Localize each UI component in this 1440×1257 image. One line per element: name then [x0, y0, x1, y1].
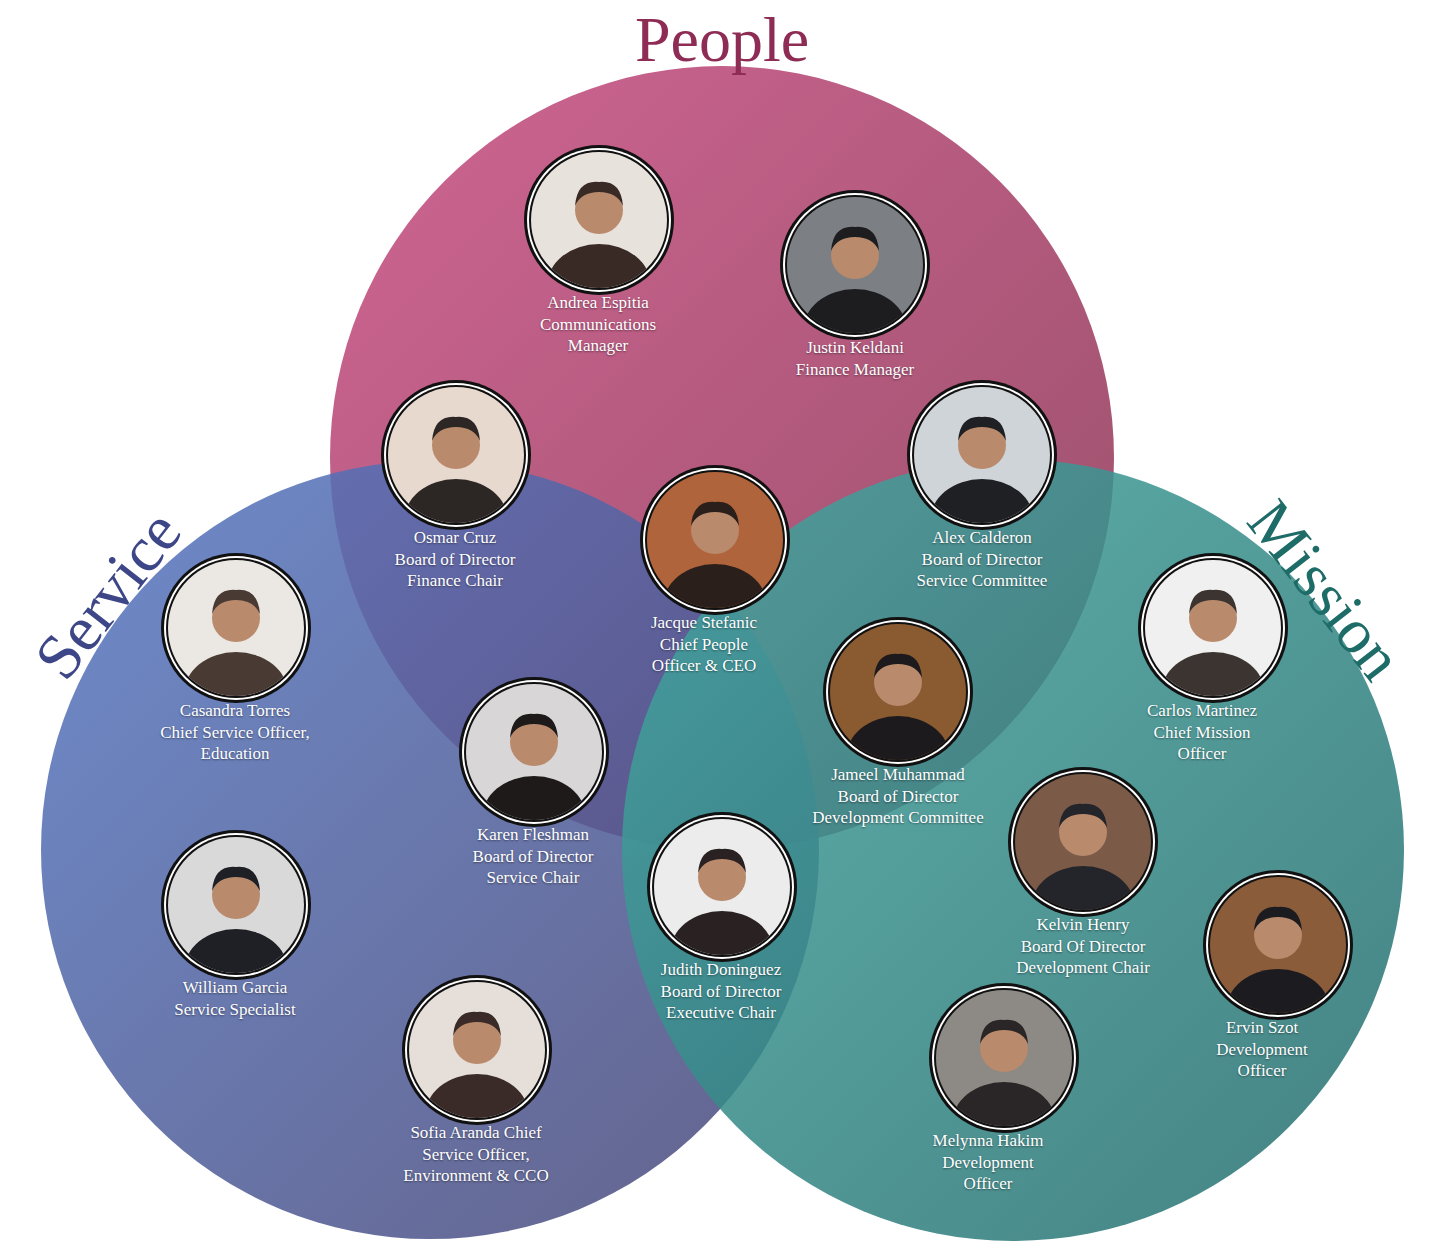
- person-title: Board of Director Service Committee: [897, 549, 1067, 592]
- person-caption: Ervin SzotDevelopment Officer: [1202, 1017, 1322, 1082]
- person-title: Board of Director Finance Chair: [380, 549, 530, 592]
- person-name: Kelvin Henry: [1001, 914, 1166, 936]
- portrait-photo: [639, 464, 791, 616]
- person-caption: Carlos MartinezChief Mission Officer: [1137, 700, 1267, 765]
- person-card: Carlos MartinezChief Mission Officer: [1137, 552, 1267, 765]
- person-name: Ervin Szot: [1202, 1017, 1322, 1039]
- person-card: Jacque StefanicChief People Officer & CE…: [639, 464, 769, 677]
- person-caption: Jacque StefanicChief People Officer & CE…: [639, 612, 769, 677]
- portrait-photo: [1007, 766, 1159, 918]
- person-caption: Karen FleshmanBoard of Director Service …: [458, 824, 608, 889]
- person-caption: Andrea EspitiaCommunications Manager: [523, 292, 673, 357]
- person-caption: Alex CalderonBoard of Director Service C…: [897, 527, 1067, 592]
- person-card: Osmar CruzBoard of Director Finance Chai…: [380, 379, 530, 592]
- portrait-photo: [928, 982, 1080, 1134]
- person-title: Chief Service Officer, Education: [160, 722, 310, 765]
- person-title: Board of Director Service Chair: [458, 846, 608, 889]
- person-name: Andrea Espitia: [523, 292, 673, 314]
- portrait-photo: [646, 811, 798, 963]
- person-caption: Jameel MuhammadBoard of Director Develop…: [796, 764, 1001, 829]
- portrait-photo: [1137, 552, 1289, 704]
- person-card: Kelvin HenryBoard Of Director Developmen…: [1001, 766, 1166, 979]
- person-card: William GarciaService Specialist: [160, 829, 310, 1020]
- person-title: Development Officer: [928, 1152, 1048, 1195]
- portrait-photo: [779, 189, 931, 341]
- person-card: Judith DoninguezBoard of Director Execut…: [646, 811, 796, 1024]
- person-title: Development Officer: [1202, 1039, 1322, 1082]
- person-name: Judith Doninguez: [646, 959, 796, 981]
- portrait-photo: [380, 379, 532, 531]
- person-card: Alex CalderonBoard of Director Service C…: [897, 379, 1067, 592]
- person-name: Melynna Hakim: [928, 1130, 1048, 1152]
- person-title: Board of Director Development Committee: [796, 786, 1001, 829]
- person-caption: Judith DoninguezBoard of Director Execut…: [646, 959, 796, 1024]
- person-title: Board Of Director Development Chair: [1001, 936, 1166, 979]
- person-name: Alex Calderon: [897, 527, 1067, 549]
- person-card: Casandra TorresChief Service Officer, Ed…: [160, 552, 310, 765]
- person-name: William Garcia: [160, 977, 310, 999]
- person-name: Carlos Martinez: [1137, 700, 1267, 722]
- portrait-photo: [906, 379, 1058, 531]
- person-title: Communications Manager: [523, 314, 673, 357]
- person-card: Sofia Aranda Chief Service Officer, Envi…: [401, 974, 551, 1187]
- portrait-photo: [523, 144, 675, 296]
- person-title: Board of Director Executive Chair: [646, 981, 796, 1024]
- portrait-photo: [1202, 869, 1354, 1021]
- person-name: Casandra Torres: [160, 700, 310, 722]
- portrait-photo: [401, 974, 553, 1126]
- person-card: Ervin SzotDevelopment Officer: [1202, 869, 1322, 1082]
- portrait-photo: [822, 616, 974, 768]
- person-title: Chief Mission Officer: [1137, 722, 1267, 765]
- person-name: Justin Keldani: [775, 337, 935, 359]
- person-title: Chief People Officer & CEO: [639, 634, 769, 677]
- person-caption: Casandra TorresChief Service Officer, Ed…: [160, 700, 310, 765]
- person-title: Service Specialist: [160, 999, 310, 1021]
- person-caption: Melynna HakimDevelopment Officer: [928, 1130, 1048, 1195]
- circle-heading: People: [635, 8, 809, 72]
- person-caption: Kelvin HenryBoard Of Director Developmen…: [1001, 914, 1166, 979]
- person-caption: Justin KeldaniFinance Manager: [775, 337, 935, 380]
- person-card: Jameel MuhammadBoard of Director Develop…: [796, 616, 1001, 829]
- person-card: Melynna HakimDevelopment Officer: [928, 982, 1048, 1195]
- person-card: Justin KeldaniFinance Manager: [775, 189, 935, 380]
- person-card: Andrea EspitiaCommunications Manager: [523, 144, 673, 357]
- portrait-photo: [160, 552, 312, 704]
- person-title: Finance Manager: [775, 359, 935, 381]
- person-name: Jameel Muhammad: [796, 764, 1001, 786]
- portrait-photo: [160, 829, 312, 981]
- person-name: Sofia Aranda Chief Service Officer, Envi…: [401, 1122, 551, 1187]
- person-card: Karen FleshmanBoard of Director Service …: [458, 676, 608, 889]
- person-name: Karen Fleshman: [458, 824, 608, 846]
- person-name: Osmar Cruz: [380, 527, 530, 549]
- portrait-photo: [458, 676, 610, 828]
- person-name: Jacque Stefanic: [639, 612, 769, 634]
- person-caption: William GarciaService Specialist: [160, 977, 310, 1020]
- person-caption: Sofia Aranda Chief Service Officer, Envi…: [401, 1122, 551, 1187]
- person-caption: Osmar CruzBoard of Director Finance Chai…: [380, 527, 530, 592]
